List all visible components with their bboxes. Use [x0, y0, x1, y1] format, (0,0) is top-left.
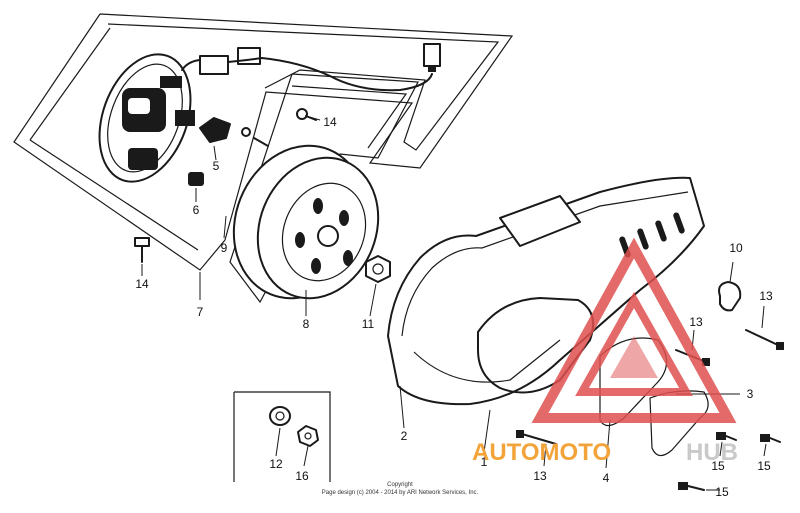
bolt-15-b — [760, 434, 781, 443]
washer-nut-box — [233, 391, 331, 482]
flywheel-group-outline — [229, 73, 419, 304]
bolt-13-bottom — [516, 430, 557, 445]
callout-15-a: 15 — [711, 459, 725, 473]
callout-15-b: 15 — [757, 459, 771, 473]
watermark-part2: HUB — [686, 439, 738, 466]
callout-13-right: 13 — [759, 289, 773, 303]
bolt-15-c — [678, 482, 705, 491]
copyright-line1: Copyright — [387, 482, 413, 488]
callout-7: 7 — [197, 305, 204, 319]
callout-12: 12 — [269, 457, 283, 471]
bolt-14-left — [134, 237, 150, 263]
callout-4: 4 — [603, 471, 610, 485]
callout-11: 11 — [362, 317, 375, 331]
condenser-part — [188, 172, 204, 186]
callout-14-left: 14 — [135, 277, 149, 291]
callout-8: 8 — [303, 317, 310, 331]
callout-6: 6 — [193, 203, 200, 217]
leader-lines — [141, 115, 767, 491]
callout-5: 5 — [213, 159, 220, 173]
callout-13-bottom: 13 — [533, 469, 547, 483]
callout-13-middle: 13 — [689, 315, 703, 329]
callout-labels: 1 2 3 4 5 6 7 8 9 10 11 12 13 13 13 14 1… — [135, 115, 773, 499]
clamp-10 — [718, 281, 742, 312]
callout-1: 1 — [481, 455, 488, 469]
watermark-part1: AUTOMOTO — [472, 439, 611, 466]
watermark-logo — [531, 237, 737, 423]
stator-group-outline — [13, 13, 514, 271]
bolt-13-right — [745, 329, 784, 350]
callout-10: 10 — [729, 241, 743, 255]
callout-16: 16 — [295, 469, 309, 483]
callout-14-top: 14 — [323, 115, 337, 129]
flywheel — [232, 144, 380, 300]
wire-harness — [199, 43, 441, 92]
watermark-text: AUTOMOTO HUB — [472, 439, 738, 466]
copyright-line2: Page design (c) 2004 - 2014 by ARI Netwo… — [322, 490, 479, 496]
callout-3: 3 — [747, 387, 754, 401]
left-crankcase-cover — [387, 176, 705, 406]
pulser-coil — [199, 117, 269, 147]
bolt-15-a — [716, 432, 737, 441]
nut-11 — [365, 255, 391, 283]
stator-assembly — [98, 53, 211, 183]
copyright-notice: Copyright Page design (c) 2004 - 2014 by… — [322, 482, 479, 496]
callout-15-c: 15 — [715, 485, 729, 499]
callout-2: 2 — [401, 429, 408, 443]
callout-9: 9 — [221, 241, 228, 255]
